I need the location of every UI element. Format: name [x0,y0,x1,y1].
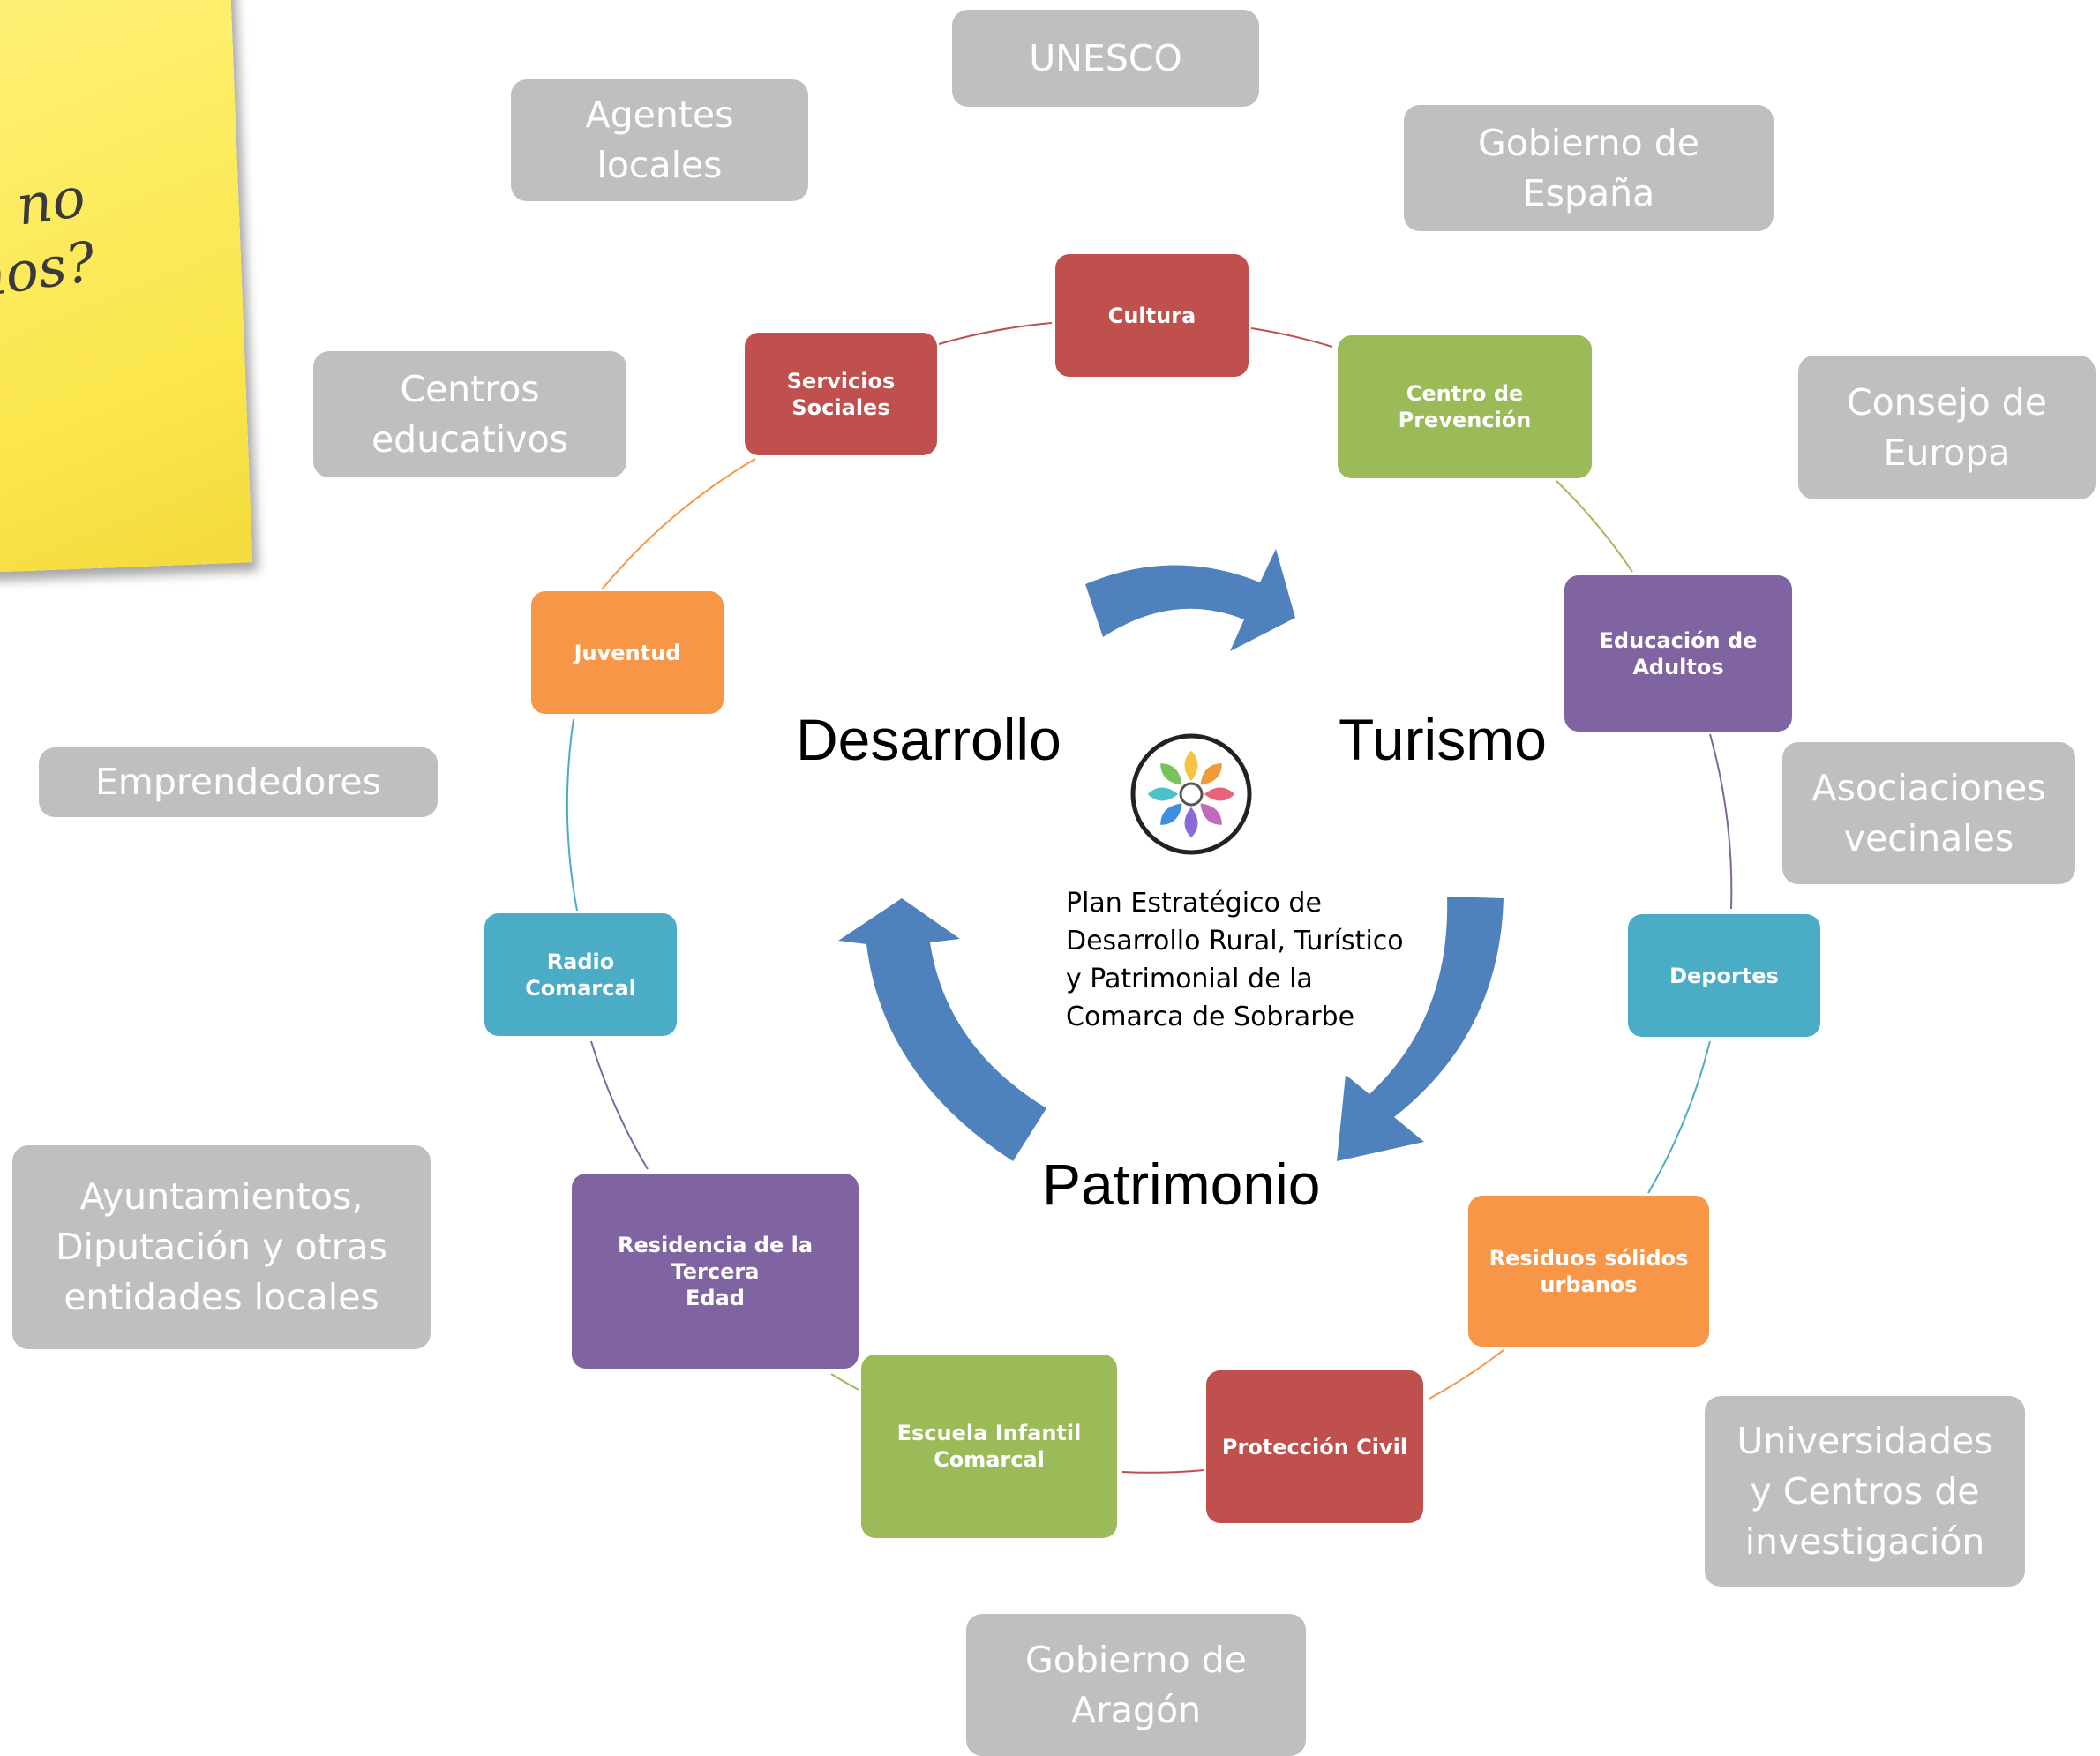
stakeholder-consejo-europa: Consejo de Europa [1798,356,2096,499]
stakeholder-asociaciones-vecinales: Asociaciones vecinales [1782,742,2075,884]
node-residuos: Residuos sólidos urbanos [1468,1196,1709,1347]
node-centro-prevencion: Centro de Prevención [1338,335,1592,478]
ring-connector [1121,1469,1205,1474]
plan-description: Plan Estratégico de Desarrollo Rural, Tu… [1066,888,1404,1032]
ring-connector [1556,480,1633,573]
node-cultura: Cultura [1055,254,1249,377]
ring-connector [1429,1349,1504,1400]
logo-petal [1183,749,1199,783]
ring-connector [938,322,1053,345]
node-escuela-infantil: Escuela Infantil Comarcal [861,1355,1117,1538]
stakeholder-gobierno-aragon: Gobierno de Aragón [966,1614,1306,1756]
stakeholder-ayuntamientos: Ayuntamientos, Diputación y otras entida… [12,1145,431,1349]
word-patrimonio: Patrimonio [1042,1152,1321,1217]
stakeholder-centros-educativos: Centros educativos [313,351,626,477]
stakeholder-universidades: Universidades y Centros de investigación [1705,1396,2025,1587]
ring-connector [590,1040,649,1170]
logo-center [1179,782,1204,807]
logo-petal [1159,802,1183,826]
arrow-turismo-to-patrimonio [1337,897,1504,1161]
logo-petal [1199,762,1223,786]
node-servicios-sociales: Servicios Sociales [745,333,937,455]
stakeholder-gobierno-espana: Gobierno de España [1404,105,1774,231]
node-educacion-adultos: Educación de Adultos [1564,575,1792,732]
logo-petal [1199,802,1223,826]
stakeholder-emprendedores: Emprendedores [39,747,438,817]
node-proteccion-civil: Protección Civil [1206,1370,1423,1523]
node-deportes: Deportes [1628,914,1820,1037]
ring-connectors [566,322,1733,1474]
node-residencia: Residencia de la Tercera Edad [572,1174,859,1369]
logo-petal [1203,786,1236,802]
ring-connector [1250,327,1333,348]
cycle-arrows [838,549,1504,1161]
stakeholder-agentes-locales: Agentes locales [511,79,808,201]
node-radio-comarcal: Radio Comarcal [484,913,677,1036]
word-turismo: Turismo [1339,707,1547,772]
arrow-patrimonio-to-desarrollo [838,898,1046,1161]
ring-connector [1709,733,1733,910]
logo-petal [1183,806,1199,839]
ring-connector [1647,1040,1711,1194]
logo-petal [1159,762,1183,786]
logo-petal [1146,786,1180,802]
sticky-note: no mos? [0,0,253,574]
stakeholder-unesco: UNESCO [952,10,1259,107]
node-juventud: Juventud [531,591,724,714]
flower-logo [1130,733,1252,855]
ring-connector [566,718,578,912]
ring-connector [830,1373,859,1391]
sticky-note-text: no mos? [0,164,99,313]
ring-connector [601,458,756,590]
word-desarrollo: Desarrollo [796,707,1061,772]
arrow-desarrollo-to-turismo [1085,549,1295,651]
